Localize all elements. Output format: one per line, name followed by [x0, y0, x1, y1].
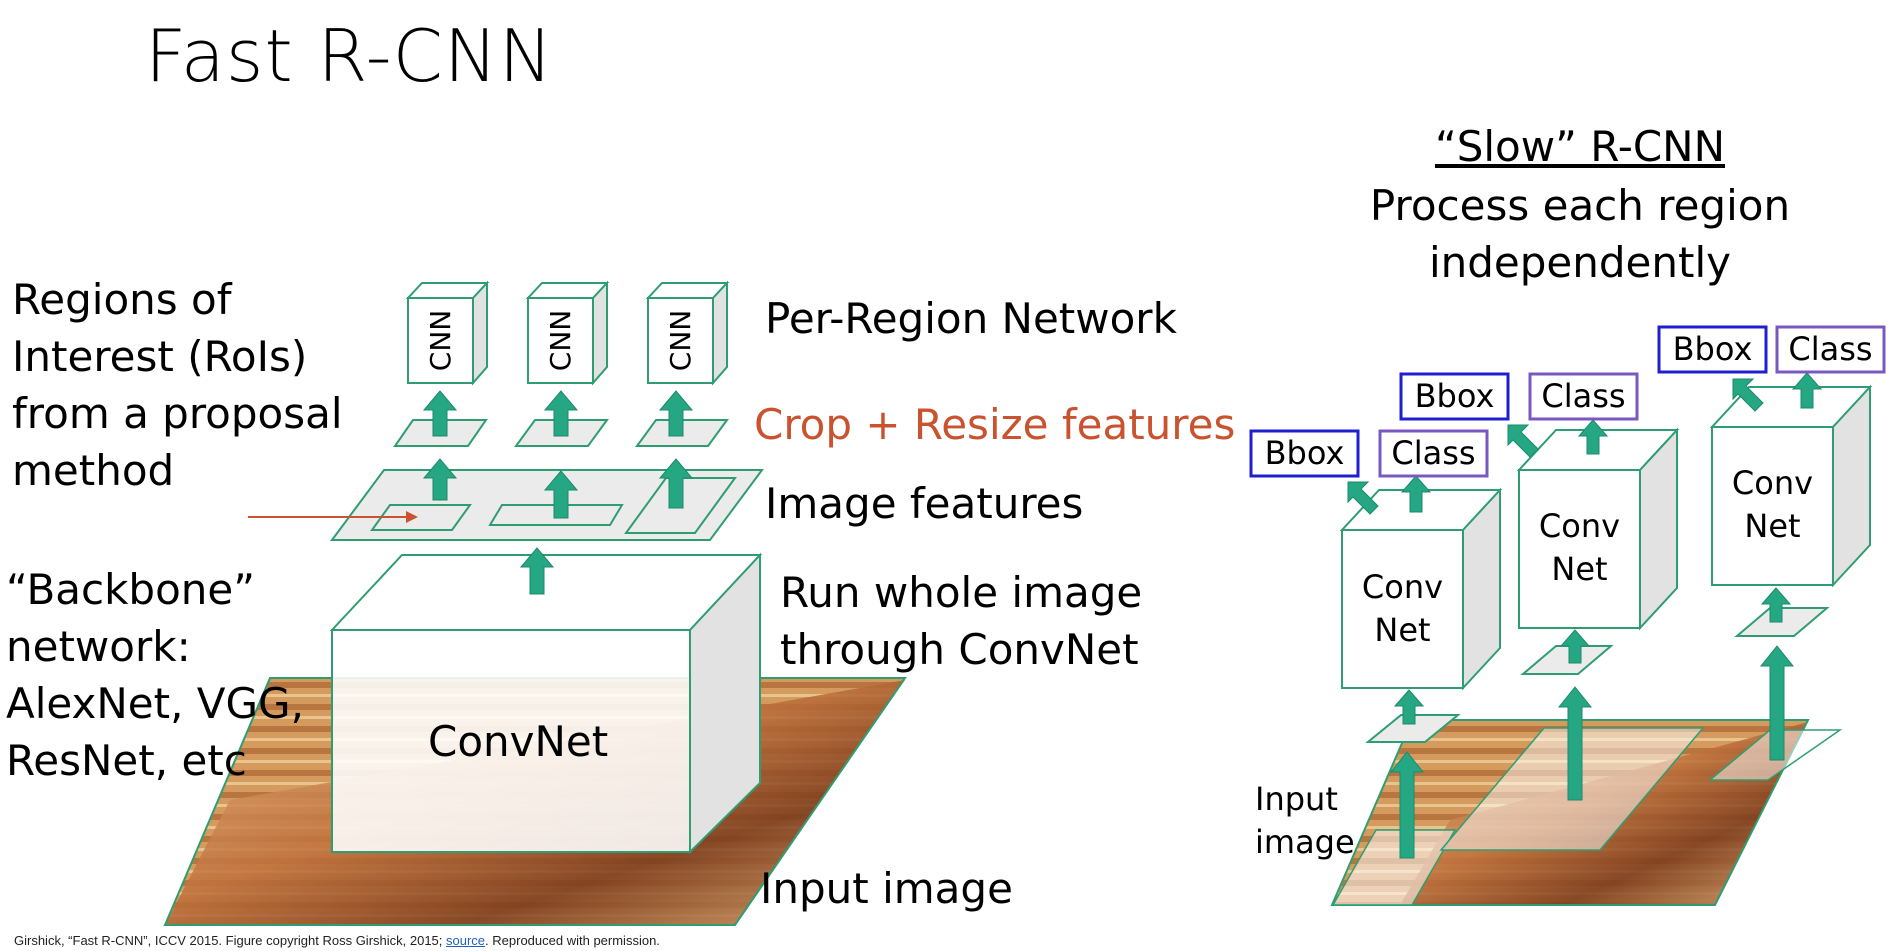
right-input-image-label: Input image — [1255, 778, 1355, 864]
conv-net-line: Conv — [1731, 464, 1814, 502]
bbox-label-1: Bbox — [1264, 434, 1345, 472]
cnn-label-2: CNN — [528, 298, 593, 383]
output-label-boxes — [1249, 325, 1886, 478]
bbox-label-2: Bbox — [1414, 377, 1495, 415]
cnn-text: CNN — [423, 309, 457, 372]
rois-label: Regions of Interest (RoIs) from a propos… — [12, 271, 343, 499]
input-image-line: Input — [1255, 780, 1338, 818]
conv-net-line: Net — [1374, 611, 1431, 649]
run-whole-image-label: Run whole image through ConvNet — [780, 564, 1142, 678]
backbone-label-line: network: — [6, 622, 191, 671]
citation-footer: Girshick, “Fast R-CNN”, ICCV 2015. Figur… — [14, 933, 660, 948]
conv-net-label-1: Conv Net — [1342, 566, 1463, 652]
right-crop-planes — [1365, 607, 1830, 743]
conv-net-line: Net — [1744, 507, 1801, 545]
rois-label-line: Interest (RoIs) — [12, 332, 308, 381]
conv-net-line: Conv — [1361, 568, 1444, 606]
page-title: Fast R-CNN — [145, 14, 554, 98]
cnn-text: CNN — [543, 309, 577, 372]
cnn-text: CNN — [663, 309, 697, 372]
slow-rcnn-subheading: Process each region independently — [1330, 177, 1830, 291]
convnet-box — [329, 552, 763, 855]
backbone-label-line: AlexNet, VGG, — [6, 679, 304, 728]
left-up-arrows — [422, 390, 694, 595]
rois-label-line: from a proposal — [12, 389, 343, 438]
convnet-label: ConvNet — [428, 717, 609, 766]
rois-label-line: Regions of — [12, 275, 232, 324]
input-image-line: image — [1255, 823, 1355, 861]
class-label-2: Class — [1541, 377, 1626, 415]
right-up-arrows — [1347, 372, 1823, 859]
image-features-plane — [330, 469, 764, 541]
roi-pointer-arrow — [248, 511, 418, 523]
bbox-label-3: Bbox — [1672, 330, 1753, 368]
per-region-network-label: Per-Region Network — [765, 294, 1177, 343]
backbone-label-line: “Backbone” — [6, 565, 256, 614]
slow-rcnn-title: “Slow” R-CNN — [1434, 122, 1726, 171]
subheading-line: independently — [1428, 238, 1732, 287]
run-whole-line: through ConvNet — [780, 625, 1139, 674]
source-link[interactable]: source — [446, 933, 486, 948]
citation-text: Girshick, “Fast R-CNN”, ICCV 2015. Figur… — [14, 933, 447, 948]
class-label-3: Class — [1788, 330, 1873, 368]
slow-rcnn-heading: “Slow” R-CNN — [1330, 118, 1830, 175]
conv-net-line: Conv — [1538, 507, 1621, 545]
run-whole-line: Run whole image — [780, 568, 1143, 617]
cnn-label-1: CNN — [408, 298, 473, 383]
backbone-label-line: ResNet, etc — [6, 736, 247, 785]
cnn-boxes — [405, 280, 730, 386]
rois-label-line: method — [12, 446, 175, 495]
conv-net-label-3: Conv Net — [1712, 462, 1833, 548]
conv-net-line: Net — [1551, 550, 1608, 588]
right-conv-boxes — [1339, 384, 1873, 691]
backbone-label: “Backbone” network: AlexNet, VGG, ResNet… — [6, 561, 304, 789]
image-features-label: Image features — [765, 479, 1084, 528]
citation-tail: . Reproduced with permission. — [485, 933, 660, 948]
subheading-line: Process each region — [1369, 181, 1791, 230]
input-image-label: Input image — [760, 864, 1013, 913]
cnn-label-3: CNN — [648, 298, 713, 383]
class-label-1: Class — [1391, 434, 1476, 472]
crop-resize-label: Crop + Resize features — [754, 400, 1236, 449]
conv-net-label-2: Conv Net — [1519, 505, 1640, 591]
